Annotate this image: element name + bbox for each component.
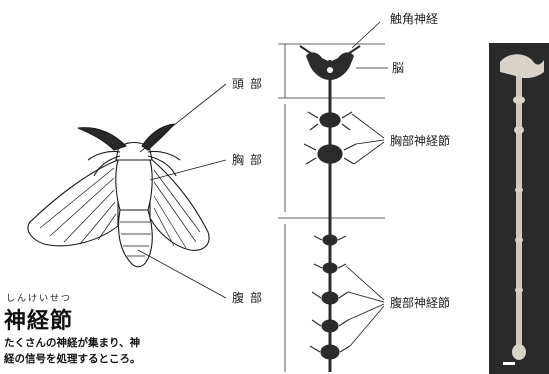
term-description: たくさんの神経が集まり、神 経の信号を処理するところ。 xyxy=(4,335,204,367)
scale-bar xyxy=(503,362,515,365)
label-thoracic-ganglia: 胸部神経節 xyxy=(390,134,450,148)
label-head: 頭部 xyxy=(232,77,268,91)
label-abdomen: 腹部 xyxy=(232,291,268,305)
moth-illustration xyxy=(28,124,209,267)
nerve-cord-schematic xyxy=(278,22,388,372)
label-brain: 脳 xyxy=(392,61,404,75)
term-description-line-2: 経の信号を処理するところ。 xyxy=(4,351,204,367)
nerve-cord-photo xyxy=(489,43,549,374)
moth-antenna-left xyxy=(78,128,126,150)
label-thorax: 胸部 xyxy=(232,153,268,167)
label-antennal-nerve: 触角神経 xyxy=(390,12,438,26)
term-title: 神経節 xyxy=(4,303,73,335)
moth-abdomen xyxy=(119,210,153,267)
moth-antenna-right xyxy=(142,124,174,150)
moth-thorax xyxy=(116,160,152,210)
label-abdominal-ganglia: 腹部神経節 xyxy=(390,296,450,310)
brain-shape xyxy=(306,52,354,80)
term-description-line-1: たくさんの神経が集まり、神 xyxy=(4,335,204,351)
